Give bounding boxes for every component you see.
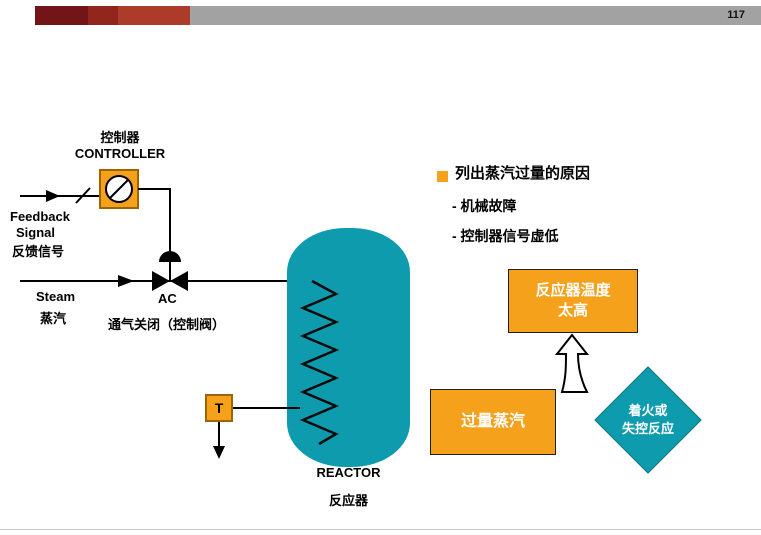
note-item-1: - 机械故障 (452, 198, 517, 214)
up-arrow-icon (554, 333, 590, 393)
diamond-line2: 失控反应 (621, 421, 674, 436)
note-item-2: - 控制器信号虚低 (452, 228, 559, 244)
steam-label-cn: 蒸汽 (40, 311, 67, 326)
controller-label-cn: 控制器 (100, 130, 140, 145)
valve-caption: 通气关闭（控制阀） (108, 317, 226, 332)
reactor-label-en: REACTOR (316, 465, 381, 480)
control-valve-icon (152, 251, 188, 291)
diamond-line1: 着火或 (628, 403, 668, 419)
controller-to-valve-line (138, 188, 171, 251)
feedback-signal-line (20, 187, 100, 204)
feedback-label-cn: 反馈信号 (12, 244, 65, 259)
temp-box-line1: 反应器温度 (535, 281, 611, 299)
temperature-sensor-box: T (205, 394, 233, 422)
header-bar-segment-3 (118, 6, 190, 25)
feedback-label-line2: Signal (16, 225, 56, 240)
temp-too-high-box: 反应器温度 太高 (508, 269, 638, 333)
reactor-label-cn: 反应器 (328, 493, 368, 508)
reactor-vessel (287, 228, 410, 467)
footer-divider (0, 529, 761, 530)
steam-label-en: Steam (36, 289, 76, 304)
temperature-sensor-lines (213, 407, 300, 459)
header-bar-segment-2 (88, 6, 118, 25)
steam-box-label: 过量蒸汽 (460, 413, 525, 431)
feedback-label-line1: Feedback (10, 209, 70, 224)
header-bar-segment-1 (35, 6, 88, 25)
diamond-text: 着火或 失控反应 (594, 366, 702, 474)
controller-symbol-icon (99, 169, 139, 209)
notes-title: 列出蒸汽过量的原因 (455, 165, 591, 182)
bullet-square-icon (437, 171, 448, 182)
header-bar-gray (190, 6, 761, 25)
excess-steam-box: 过量蒸汽 (430, 389, 556, 455)
controller-label-en: CONTROLLER (74, 146, 166, 161)
page-number: 117 (727, 9, 745, 21)
fire-runaway-diamond: 着火或 失控反应 (594, 366, 702, 474)
coil-zigzag (299, 279, 340, 446)
temperature-sensor-label: T (214, 400, 224, 416)
valve-tag: AC (158, 291, 177, 306)
temp-box-line2: 太高 (557, 302, 588, 319)
steam-line (20, 275, 312, 287)
